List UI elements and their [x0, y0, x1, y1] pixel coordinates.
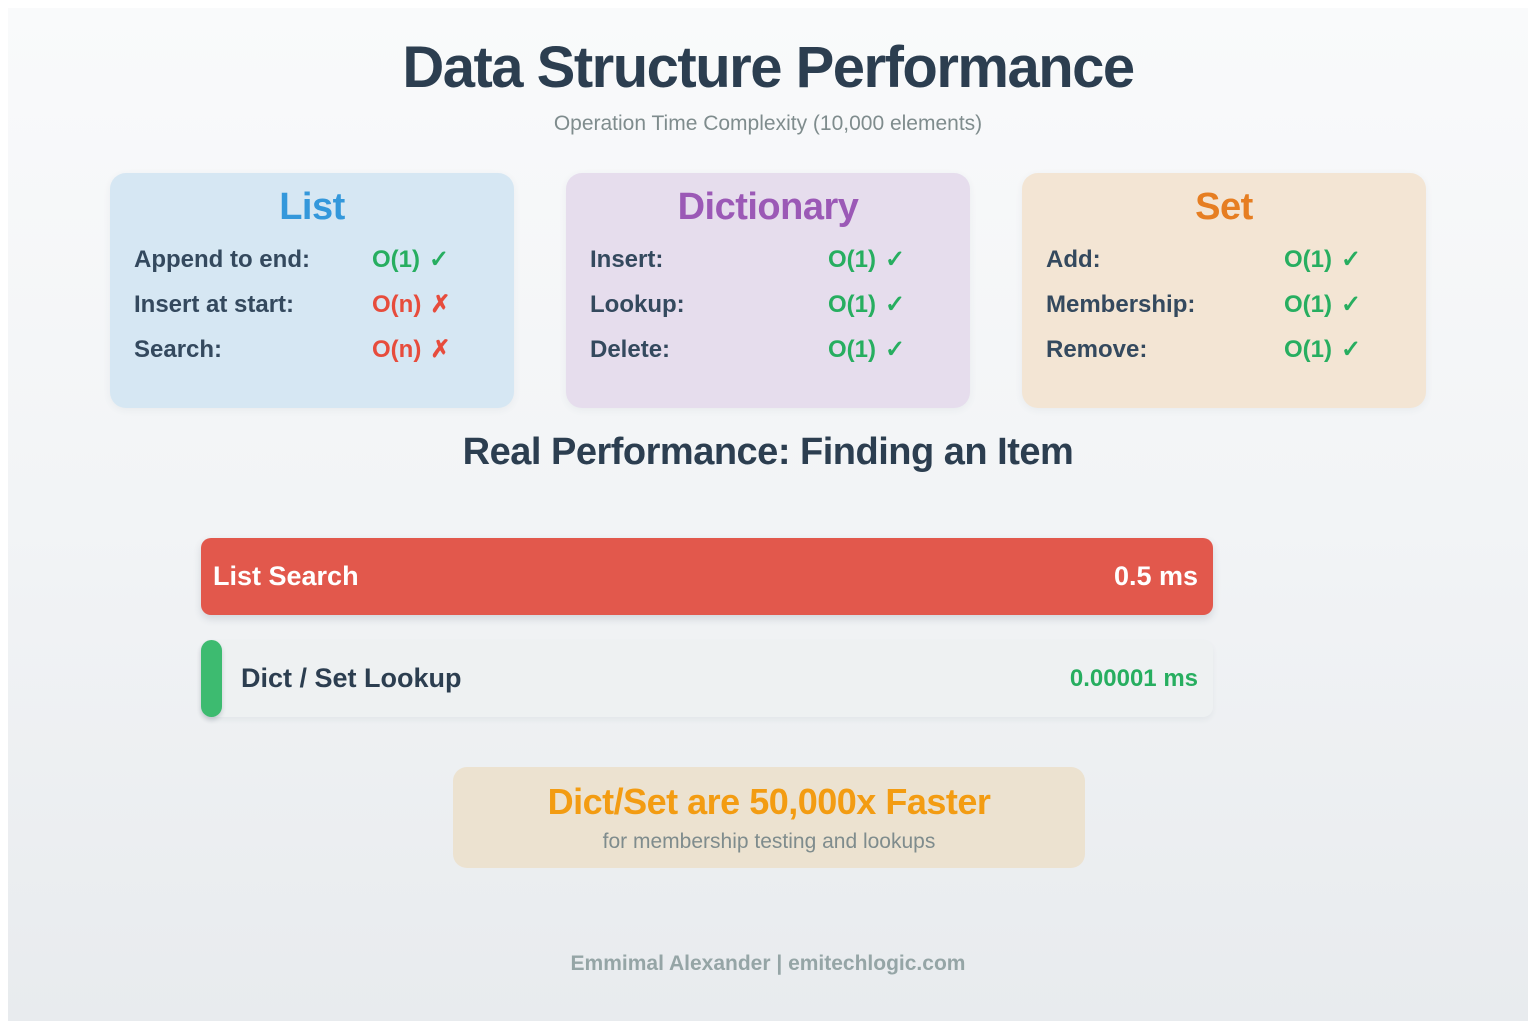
- complexity-row: Insert: O(1) ✓: [590, 237, 946, 282]
- speedup-callout: Dict/Set are 50,000x Faster for membersh…: [453, 767, 1085, 868]
- big-o-value: O(1): [1284, 335, 1332, 363]
- card-list-rows: Append to end: O(1) ✓ Insert at start: O(…: [110, 237, 514, 372]
- operation-label: Insert at start:: [134, 290, 295, 318]
- bar-list-search-value: 0.5 ms: [1113, 561, 1198, 591]
- card-dictionary-title: Dictionary: [677, 186, 859, 228]
- complexity-value: O(1) ✓: [828, 335, 905, 364]
- page-subtitle: Operation Time Complexity (10,000 elemen…: [553, 112, 983, 135]
- speedup-callout-title: Dict/Set are 50,000x Faster: [547, 781, 991, 822]
- complexity-cards: List Append to end: O(1) ✓ Insert at star…: [110, 173, 1426, 408]
- complexity-value: O(n) ✗: [372, 335, 450, 364]
- cross-icon: ✗: [430, 291, 451, 318]
- complexity-row: Insert at start: O(n) ✗: [134, 282, 490, 327]
- big-o-value: O(1): [828, 290, 876, 318]
- bar-dict-set-segment: [201, 640, 222, 717]
- check-icon: ✓: [1341, 336, 1362, 363]
- complexity-value: O(1) ✓: [828, 290, 905, 319]
- big-o-value: O(1): [828, 245, 876, 273]
- operation-label: Lookup:: [590, 290, 685, 318]
- big-o-value: O(1): [372, 245, 420, 273]
- complexity-value: O(1) ✓: [1284, 245, 1361, 274]
- operation-label: Delete:: [590, 335, 671, 363]
- check-icon: ✓: [1341, 291, 1362, 318]
- big-o-value: O(1): [1284, 245, 1332, 273]
- speedup-callout-subtitle: for membership testing and lookups: [602, 830, 936, 853]
- operation-label: Remove:: [1046, 335, 1148, 363]
- operation-label: Insert:: [590, 245, 664, 273]
- card-list-title: List: [279, 186, 345, 228]
- bar-dict-set-lookup: Dict / Set Lookup 0.00001 ms: [201, 640, 1213, 717]
- complexity-row: Lookup: O(1) ✓: [590, 282, 946, 327]
- footer-credit: Emmimal Alexander | emitechlogic.com: [570, 952, 966, 975]
- complexity-value: O(1) ✓: [828, 245, 905, 274]
- bar-dict-set-label: Dict / Set Lookup: [241, 663, 462, 693]
- big-o-value: O(1): [1284, 290, 1332, 318]
- cross-icon: ✗: [430, 336, 451, 363]
- card-dictionary: Dictionary Insert: O(1) ✓ Lookup: O(1) ✓ D…: [566, 173, 970, 408]
- complexity-row: Membership: O(1) ✓: [1046, 282, 1402, 327]
- operation-label: Membership:: [1046, 290, 1196, 318]
- bar-dict-set-value: 0.00001 ms: [1069, 664, 1198, 692]
- complexity-value: O(1) ✓: [372, 245, 449, 274]
- card-list: List Append to end: O(1) ✓ Insert at star…: [110, 173, 514, 408]
- check-icon: ✓: [885, 291, 906, 318]
- complexity-value: O(n) ✗: [372, 290, 450, 319]
- operation-label: Add:: [1046, 245, 1101, 273]
- check-icon: ✓: [885, 246, 906, 273]
- operation-label: Search:: [134, 335, 223, 363]
- complexity-row: Delete: O(1) ✓: [590, 327, 946, 372]
- check-icon: ✓: [1341, 246, 1362, 273]
- complexity-row: Search: O(n) ✗: [134, 327, 490, 372]
- card-set-rows: Add: O(1) ✓ Membership: O(1) ✓ Remove: O(1…: [1022, 237, 1426, 372]
- bar-list-search: List Search 0.5 ms: [201, 538, 1213, 615]
- check-icon: ✓: [885, 336, 906, 363]
- big-o-value: O(n): [372, 290, 422, 318]
- complexity-value: O(1) ✓: [1284, 335, 1361, 364]
- complexity-row: Remove: O(1) ✓: [1046, 327, 1402, 372]
- big-o-value: O(n): [372, 335, 422, 363]
- complexity-row: Append to end: O(1) ✓: [134, 237, 490, 282]
- big-o-value: O(1): [828, 335, 876, 363]
- card-set-title: Set: [1195, 186, 1253, 228]
- page-title: Data Structure Performance: [402, 35, 1135, 100]
- infographic-canvas: Data Structure Performance Operation Tim…: [8, 8, 1528, 1021]
- complexity-value: O(1) ✓: [1284, 290, 1361, 319]
- complexity-row: Add: O(1) ✓: [1046, 237, 1402, 282]
- card-dictionary-rows: Insert: O(1) ✓ Lookup: O(1) ✓ Delete: O(1)…: [566, 237, 970, 372]
- performance-heading: Real Performance: Finding an Item: [462, 431, 1074, 473]
- operation-label: Append to end:: [134, 245, 310, 273]
- card-set: Set Add: O(1) ✓ Membership: O(1) ✓ Remove:…: [1022, 173, 1426, 408]
- bar-list-search-label: List Search: [213, 561, 359, 591]
- check-icon: ✓: [429, 246, 450, 273]
